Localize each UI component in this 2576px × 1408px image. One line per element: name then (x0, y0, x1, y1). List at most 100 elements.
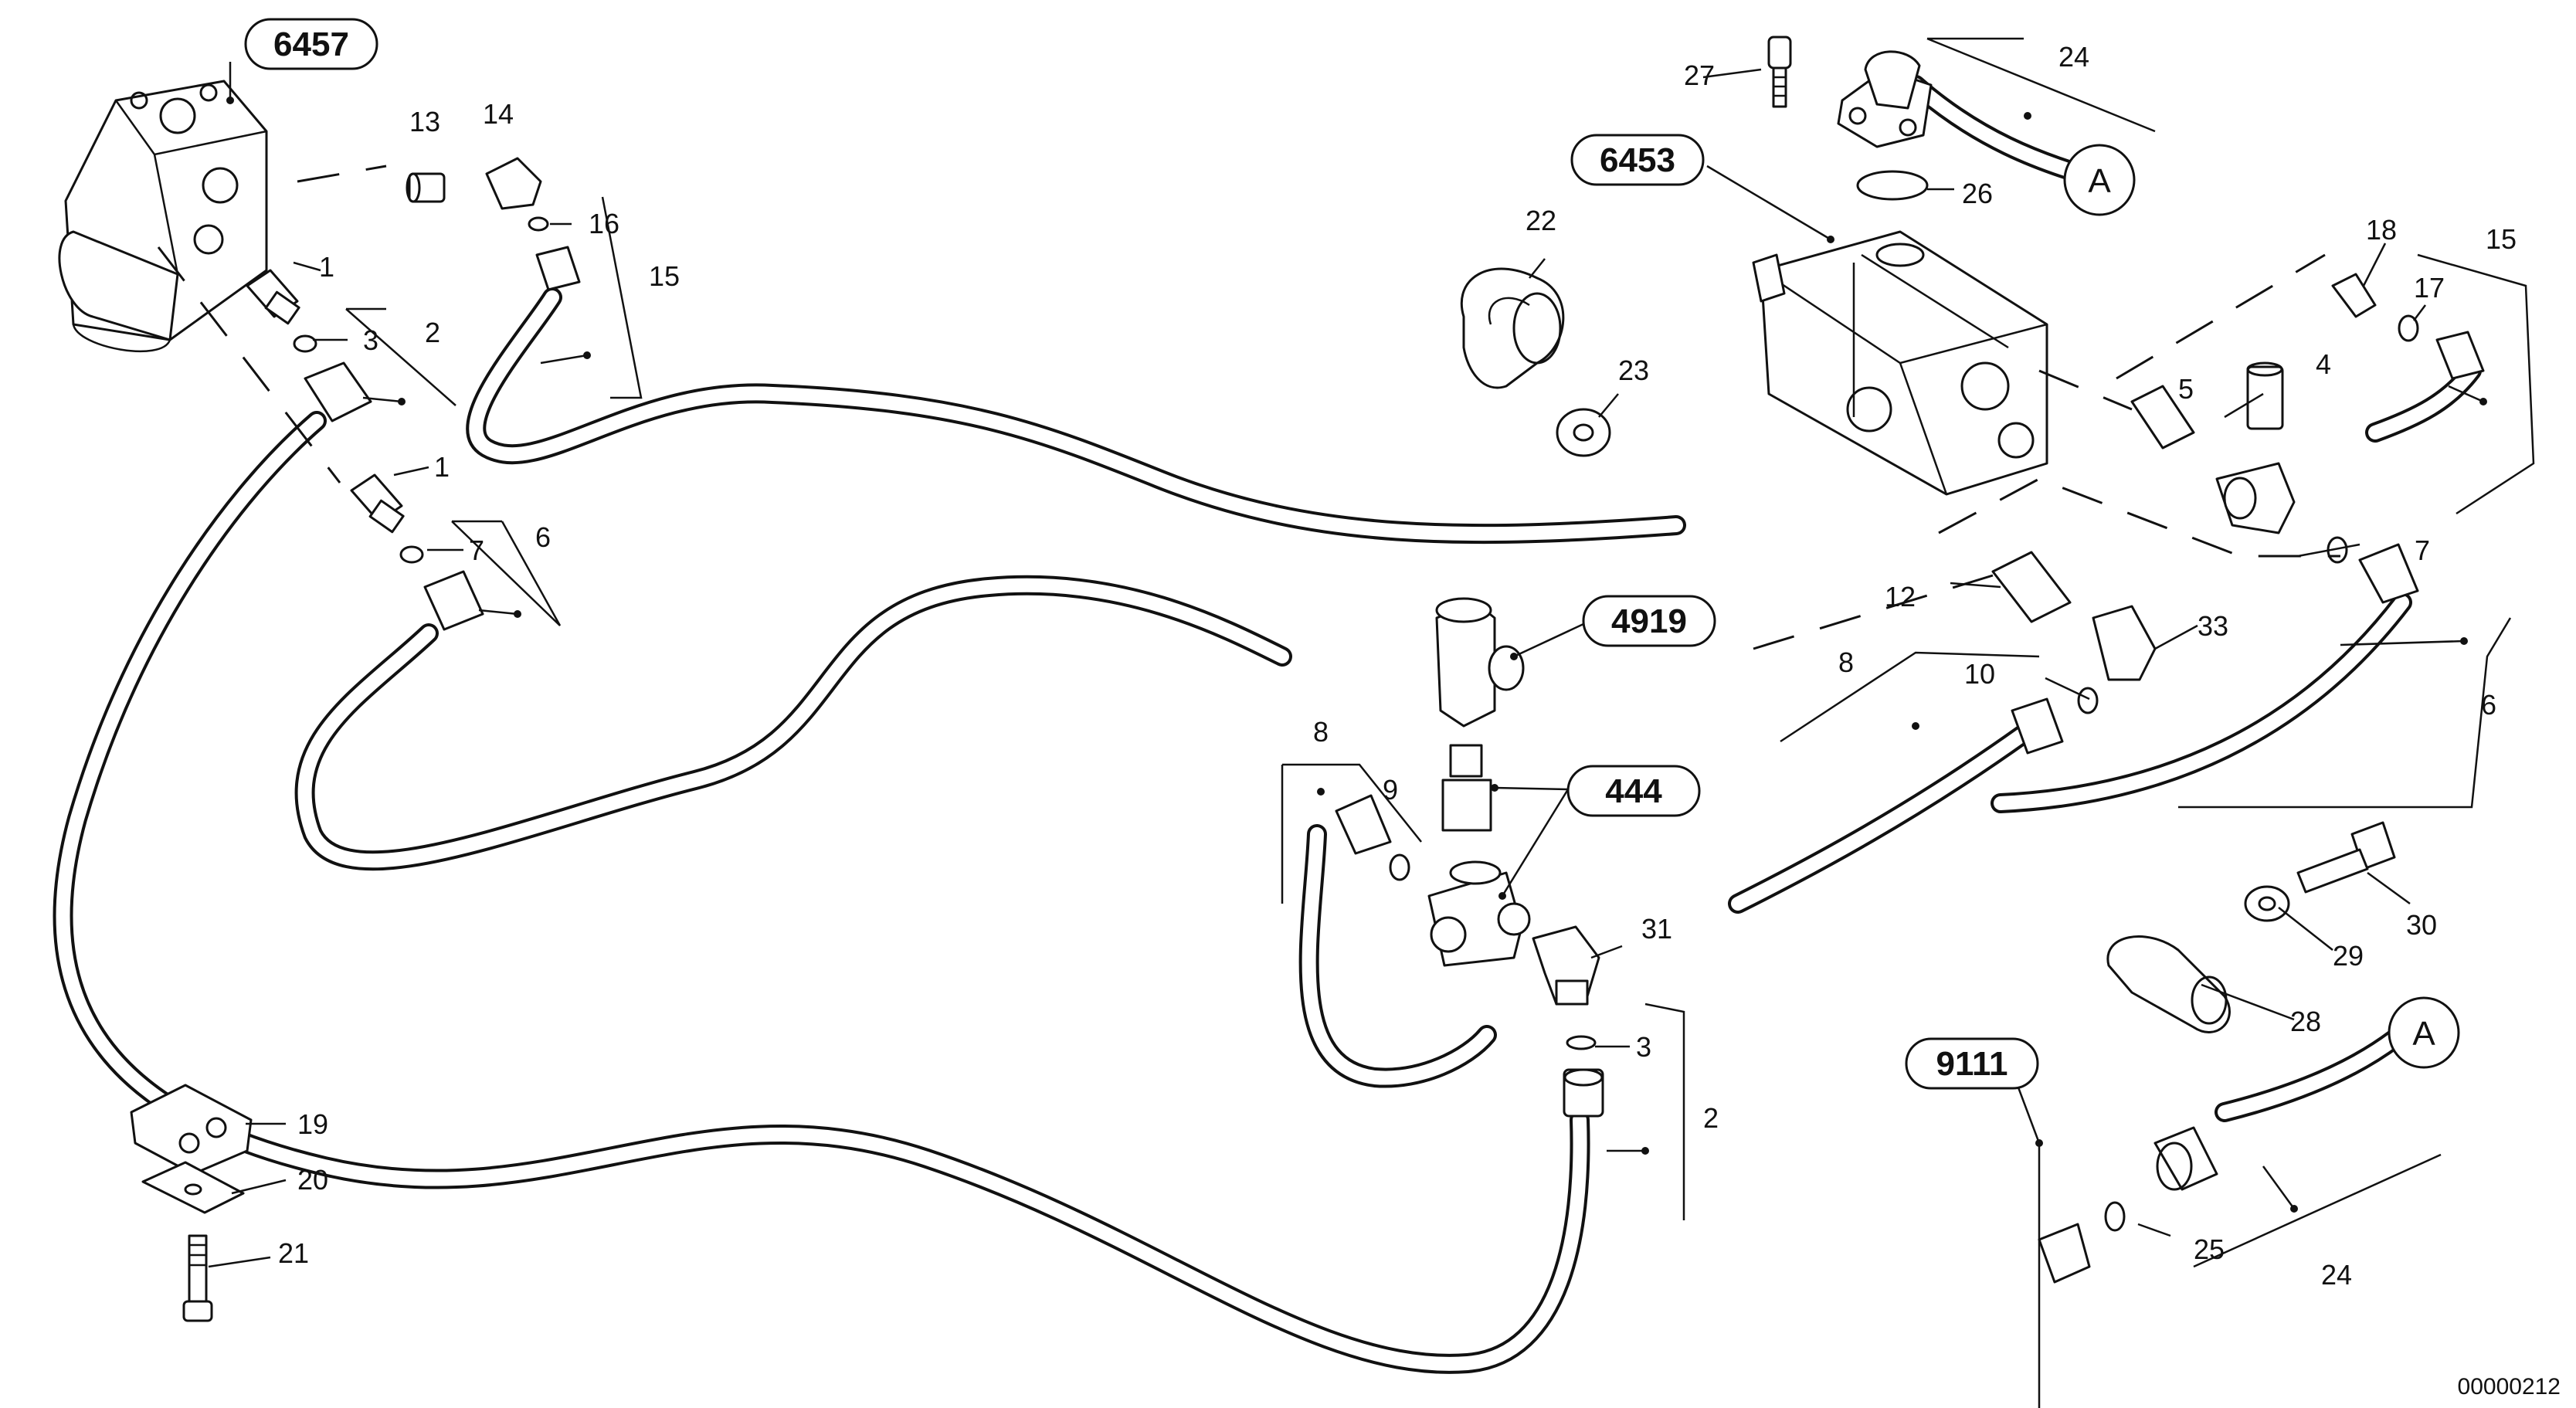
fitting-1-lower (350, 473, 405, 534)
elbow-31 (1532, 925, 1600, 1006)
nut-8-right (2011, 697, 2064, 755)
item-14: 14 (483, 98, 514, 130)
item-4: 4 (2316, 348, 2331, 380)
nut-15-left (535, 246, 581, 291)
washer-29 (2244, 885, 2290, 922)
hose-2-main (53, 411, 1590, 1374)
callout-a-bottom: A (2388, 996, 2460, 1069)
item-25: 25 (2194, 1233, 2225, 1265)
nut-hose-2-end (1563, 1068, 1604, 1118)
item-3-left: 3 (363, 324, 378, 356)
elbow-14 (485, 157, 542, 210)
assembly-label-6457: 6457 (244, 18, 378, 70)
item-1-upper: 1 (319, 251, 334, 283)
item-26: 26 (1962, 178, 1993, 209)
bolt-21 (182, 1234, 213, 1322)
o-ring-10 (2077, 687, 2099, 714)
fitting-4 (2246, 361, 2284, 430)
svg-text:444: 444 (1605, 772, 1662, 810)
o-ring-25 (2104, 1201, 2126, 1232)
item-1-lower: 1 (434, 451, 450, 483)
item-8-center: 8 (1313, 716, 1329, 748)
svg-text:A: A (2412, 1015, 2435, 1053)
assembly-label-4919: 4919 (1582, 595, 1716, 647)
svg-text:6453: 6453 (1600, 141, 1675, 179)
item-27: 27 (1684, 59, 1715, 91)
block-19 (130, 1084, 253, 1176)
clamp-28 (2106, 935, 2231, 1033)
assembly-dash-lines (157, 165, 2340, 650)
valve-4919 (1435, 597, 1525, 728)
item-23: 23 (1618, 355, 1649, 386)
item-15-right: 15 (2486, 223, 2517, 255)
port-9111 (2038, 1223, 2091, 1284)
svg-text:9111: 9111 (1936, 1045, 2008, 1083)
item-20: 20 (297, 1164, 328, 1196)
leader-lines (208, 37, 2535, 1408)
item-30: 30 (2406, 909, 2437, 941)
o-ring-26 (1856, 170, 1929, 201)
item-29: 29 (2333, 940, 2364, 972)
assembly-label-6453: 6453 (1570, 134, 1705, 186)
item-9: 9 (1383, 774, 1398, 806)
svg-text:6457: 6457 (273, 25, 349, 63)
item-19: 19 (297, 1108, 328, 1140)
fitting-13 (406, 172, 446, 203)
pump-6453 (1752, 230, 2048, 496)
item-7-left: 7 (469, 534, 484, 566)
svg-text:A: A (2088, 162, 2111, 200)
item-12: 12 (1885, 581, 1916, 612)
item-24-top: 24 (2058, 41, 2089, 73)
item-7-right: 7 (2415, 534, 2430, 566)
assembly-label-444: 444 (1566, 765, 1701, 817)
item-3-center: 3 (1636, 1031, 1651, 1063)
item-33: 33 (2198, 610, 2228, 642)
svg-text:4919: 4919 (1611, 602, 1687, 640)
drawing-number: 00000212 (2458, 1374, 2561, 1400)
nut-6-right (2358, 543, 2419, 604)
item-numbers: 13 14 16 15 1 3 2 1 7 6 22 23 27 24 26 1… (278, 41, 2517, 1291)
nut-2-left (304, 361, 372, 422)
o-ring-7-left (399, 545, 424, 564)
washer-23 (1556, 408, 1611, 457)
item-2-left: 2 (425, 317, 440, 348)
steering-unit-6457 (58, 80, 268, 353)
screw-27 (1767, 36, 1792, 108)
item-21: 21 (278, 1237, 309, 1269)
o-ring-9 (1389, 853, 1410, 881)
nut-15-right (2435, 331, 2485, 380)
fitting-12 (1991, 551, 2072, 623)
item-6-right: 6 (2481, 689, 2496, 721)
fitting-1-upper (246, 269, 300, 325)
item-15-left: 15 (649, 260, 680, 292)
item-18: 18 (2366, 214, 2397, 246)
o-ring-3-center (1566, 1035, 1597, 1050)
callout-a-top: A (2063, 144, 2136, 216)
tee-fitting (2215, 462, 2296, 534)
hose-lines (53, 75, 2482, 1374)
elbow-33 (2092, 605, 2157, 681)
nut-24-bottom (2153, 1126, 2218, 1191)
bolt-30 (2296, 821, 2396, 894)
item-10: 10 (1964, 658, 1995, 690)
item-16: 16 (589, 208, 619, 239)
plate-20 (141, 1161, 245, 1214)
nut-8-center (1335, 794, 1392, 855)
item-2-center: 2 (1703, 1102, 1719, 1134)
item-17: 17 (2414, 272, 2445, 304)
item-24-bottom: 24 (2321, 1259, 2352, 1291)
item-6-left: 6 (535, 521, 551, 553)
item-22: 22 (1526, 205, 1556, 236)
o-ring-17 (2398, 314, 2419, 342)
nut-6-left (423, 570, 484, 631)
item-8-right: 8 (1838, 646, 1854, 678)
item-31: 31 (1641, 913, 1672, 945)
assembly-label-9111: 9111 (1905, 1037, 2039, 1090)
clamp-22 (1460, 267, 1565, 389)
item-13: 13 (409, 106, 440, 137)
fitting-444-top (1441, 744, 1492, 832)
fitting-18 (2331, 273, 2377, 318)
item-28: 28 (2290, 1006, 2321, 1037)
o-ring-16 (528, 216, 549, 232)
